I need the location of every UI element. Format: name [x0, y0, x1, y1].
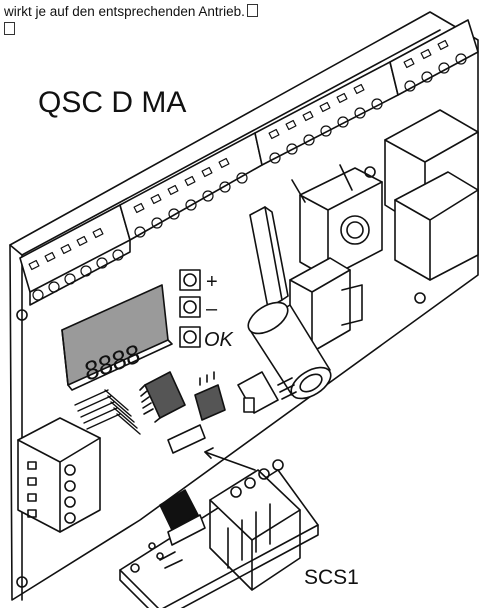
- plus-label: +: [206, 271, 218, 293]
- scs1-module: [119, 459, 319, 608]
- relay-lower: [394, 171, 479, 281]
- microcontroller-chip: [139, 371, 186, 423]
- left-terminal-block: [17, 417, 101, 533]
- mounting-hole: [414, 292, 426, 304]
- minus-label: –: [206, 298, 218, 320]
- caption-box-glyph: [246, 4, 258, 17]
- caption-box-glyph-2: [4, 22, 15, 35]
- ok-label: OK: [204, 329, 235, 351]
- caption-text: wirkt je auf den entsprechenden Antrieb.: [4, 4, 245, 19]
- transformer-block: [291, 164, 383, 279]
- mounting-hole: [16, 576, 28, 588]
- transistor: [237, 371, 297, 414]
- scs1-slot: [167, 424, 206, 454]
- caption-line: wirkt je auf den entsprechenden Antrieb.: [4, 2, 480, 21]
- module-label: SCS1: [304, 566, 359, 589]
- insertion-arrow: [204, 451, 256, 471]
- button-ok: [179, 326, 201, 348]
- board-title: QSC D MA: [38, 86, 186, 119]
- small-chip: [194, 371, 226, 421]
- pin-header: [74, 389, 141, 435]
- button-plus: [179, 269, 201, 291]
- capacitor: [247, 301, 332, 400]
- pcb-board: [9, 11, 479, 601]
- terminal-row-right: [389, 19, 479, 96]
- seven-segment-display: [61, 284, 173, 391]
- mounting-hole: [16, 309, 28, 321]
- button-minus: [179, 296, 201, 318]
- caption-line-2: [4, 21, 15, 40]
